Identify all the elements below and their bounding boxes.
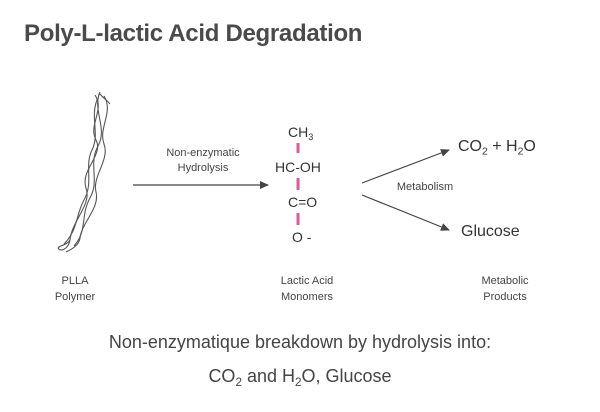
- product-glucose: Glucose: [461, 223, 520, 240]
- structure-c-double-o: C=O: [288, 194, 318, 210]
- caption-line-1: Non-enzymatique breakdown by hydrolysis …: [108, 332, 492, 352]
- structure-o-minus: O -: [292, 229, 312, 245]
- stage-label-monomer: Lactic Acid Monomers: [280, 275, 334, 303]
- stage-label-polymer: PLLA Polymer: [54, 275, 96, 303]
- caption-line-2: CO2 and H2O, Glucose: [208, 366, 392, 390]
- product-co2-h2o: CO2 + H2O: [458, 138, 536, 158]
- stage-label-metabolic: Metabolic Products: [481, 275, 529, 303]
- hydrolysis-label: Non-enzymatic Hydrolysis: [166, 147, 240, 174]
- metabolism-label: Metabolism: [396, 181, 454, 193]
- structure-ch3: CH3: [288, 124, 314, 143]
- metabolism-arrow-glucose: [361, 194, 450, 231]
- structure-hc-oh: HC-OH: [275, 159, 321, 175]
- polymer-strand-icon: [57, 91, 111, 253]
- page-title: Poly-L-lactic Acid Degradation: [24, 20, 363, 47]
- metabolism-arrow-co2: [361, 149, 450, 184]
